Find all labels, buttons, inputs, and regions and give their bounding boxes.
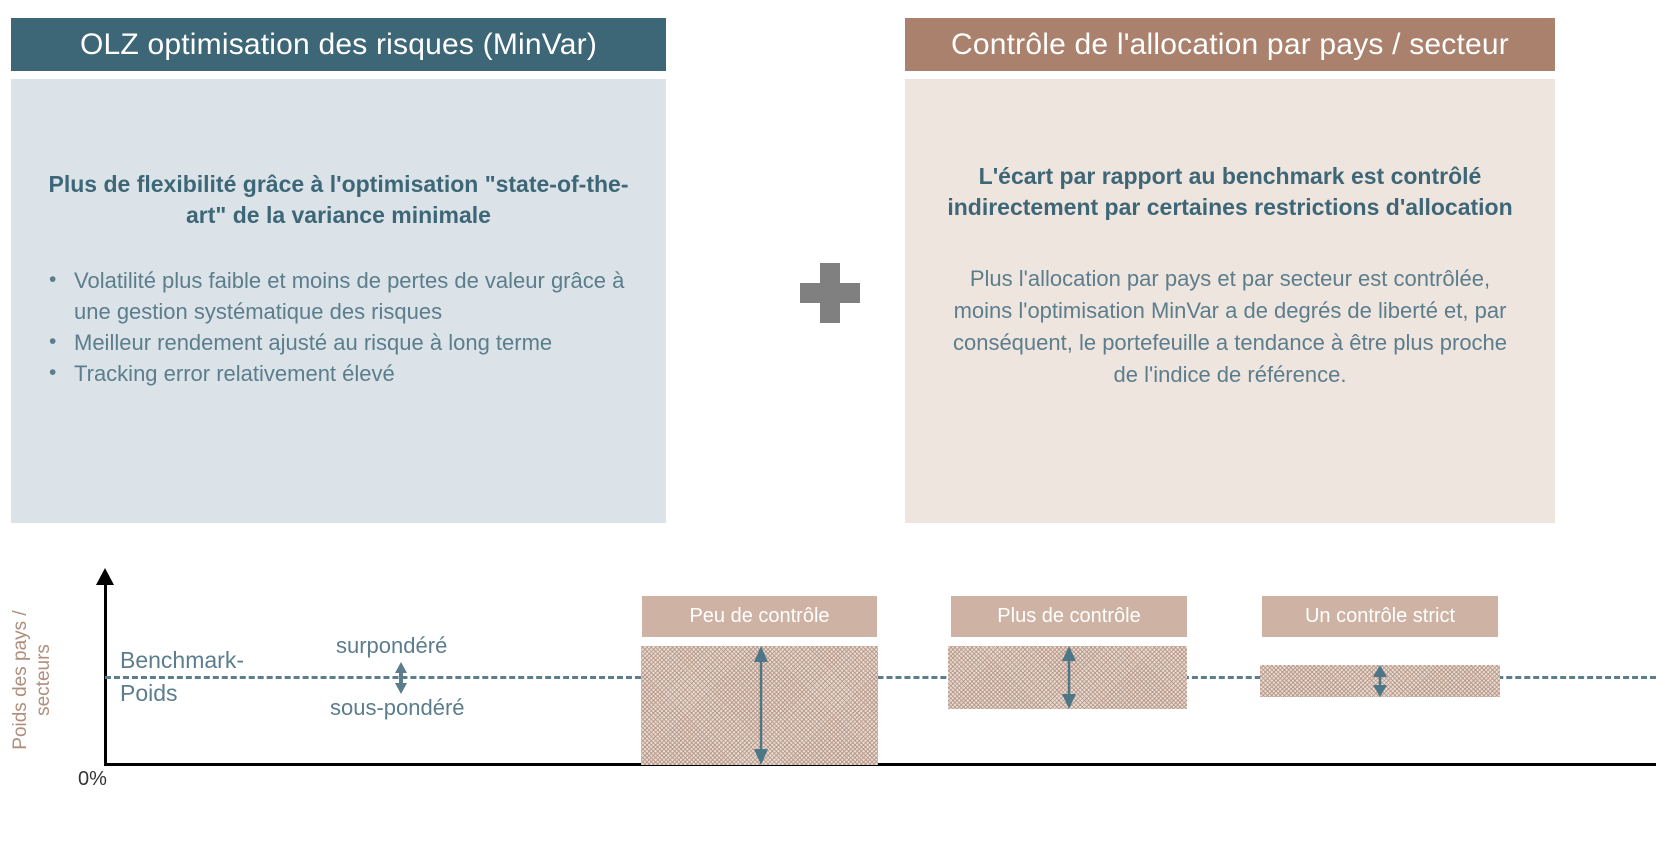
- benchmark-label: Benchmark- Poids: [120, 644, 244, 710]
- list-item: Volatilité plus faible et moins de perte…: [41, 264, 636, 327]
- range-arrow-peu-de-controle: [754, 646, 768, 765]
- benchmark-reference-line: [105, 676, 1656, 679]
- overweight-underweight-arrow-icon: [395, 662, 407, 694]
- panel-right-paragraph: Plus l'allocation par pays et par secteu…: [952, 266, 1508, 387]
- panel-right-title: L'écart par rapport au benchmark est con…: [947, 163, 1513, 220]
- panel-header-left: OLZ optimisation des risques (MinVar): [11, 18, 666, 71]
- panel-body-left: Plus de flexibilité grâce à l'optimisati…: [11, 79, 666, 523]
- y-axis-line: [104, 582, 107, 765]
- x-axis-line: [104, 763, 1656, 766]
- list-item: Meilleur rendement ajusté au risque à lo…: [41, 326, 636, 358]
- plus-icon: [800, 263, 860, 323]
- panel-left-title: Plus de flexibilité grâce à l'optimisati…: [48, 171, 629, 228]
- panel-header-right: Contrôle de l'allocation par pays / sect…: [905, 18, 1555, 71]
- panel-left-bullet-list: Volatilité plus faible et moins de perte…: [41, 264, 636, 389]
- axis-origin-label: 0%: [78, 768, 107, 790]
- range-arrow-un-controle-strict: [1373, 665, 1387, 697]
- overweight-label: surpondéré: [336, 633, 448, 658]
- range-bar-peu-de-controle: [641, 646, 878, 765]
- benchmark-label-line1: Benchmark-: [120, 647, 244, 673]
- range-arrow-plus-de-controle: [1062, 646, 1076, 709]
- scenario-chip-plus-de-controle: Plus de contrôle: [951, 596, 1187, 637]
- y-axis-label: Poids des pays / secteurs: [10, 610, 54, 750]
- allocation-control-chart: Poids des pays / secteurs 0% Benchmark- …: [0, 560, 1656, 846]
- scenario-chip-un-controle-strict: Un contrôle strict: [1262, 596, 1498, 637]
- benchmark-label-line2: Poids: [120, 680, 178, 706]
- underweight-label: sous-pondéré: [330, 695, 465, 720]
- list-item: Tracking error relativement élevé: [41, 357, 636, 389]
- scenario-chip-peu-de-controle: Peu de contrôle: [642, 596, 877, 637]
- y-axis-arrow-icon: [96, 568, 114, 585]
- plus-icon-vertical-bar: [820, 263, 840, 323]
- panel-body-right: L'écart par rapport au benchmark est con…: [905, 79, 1555, 523]
